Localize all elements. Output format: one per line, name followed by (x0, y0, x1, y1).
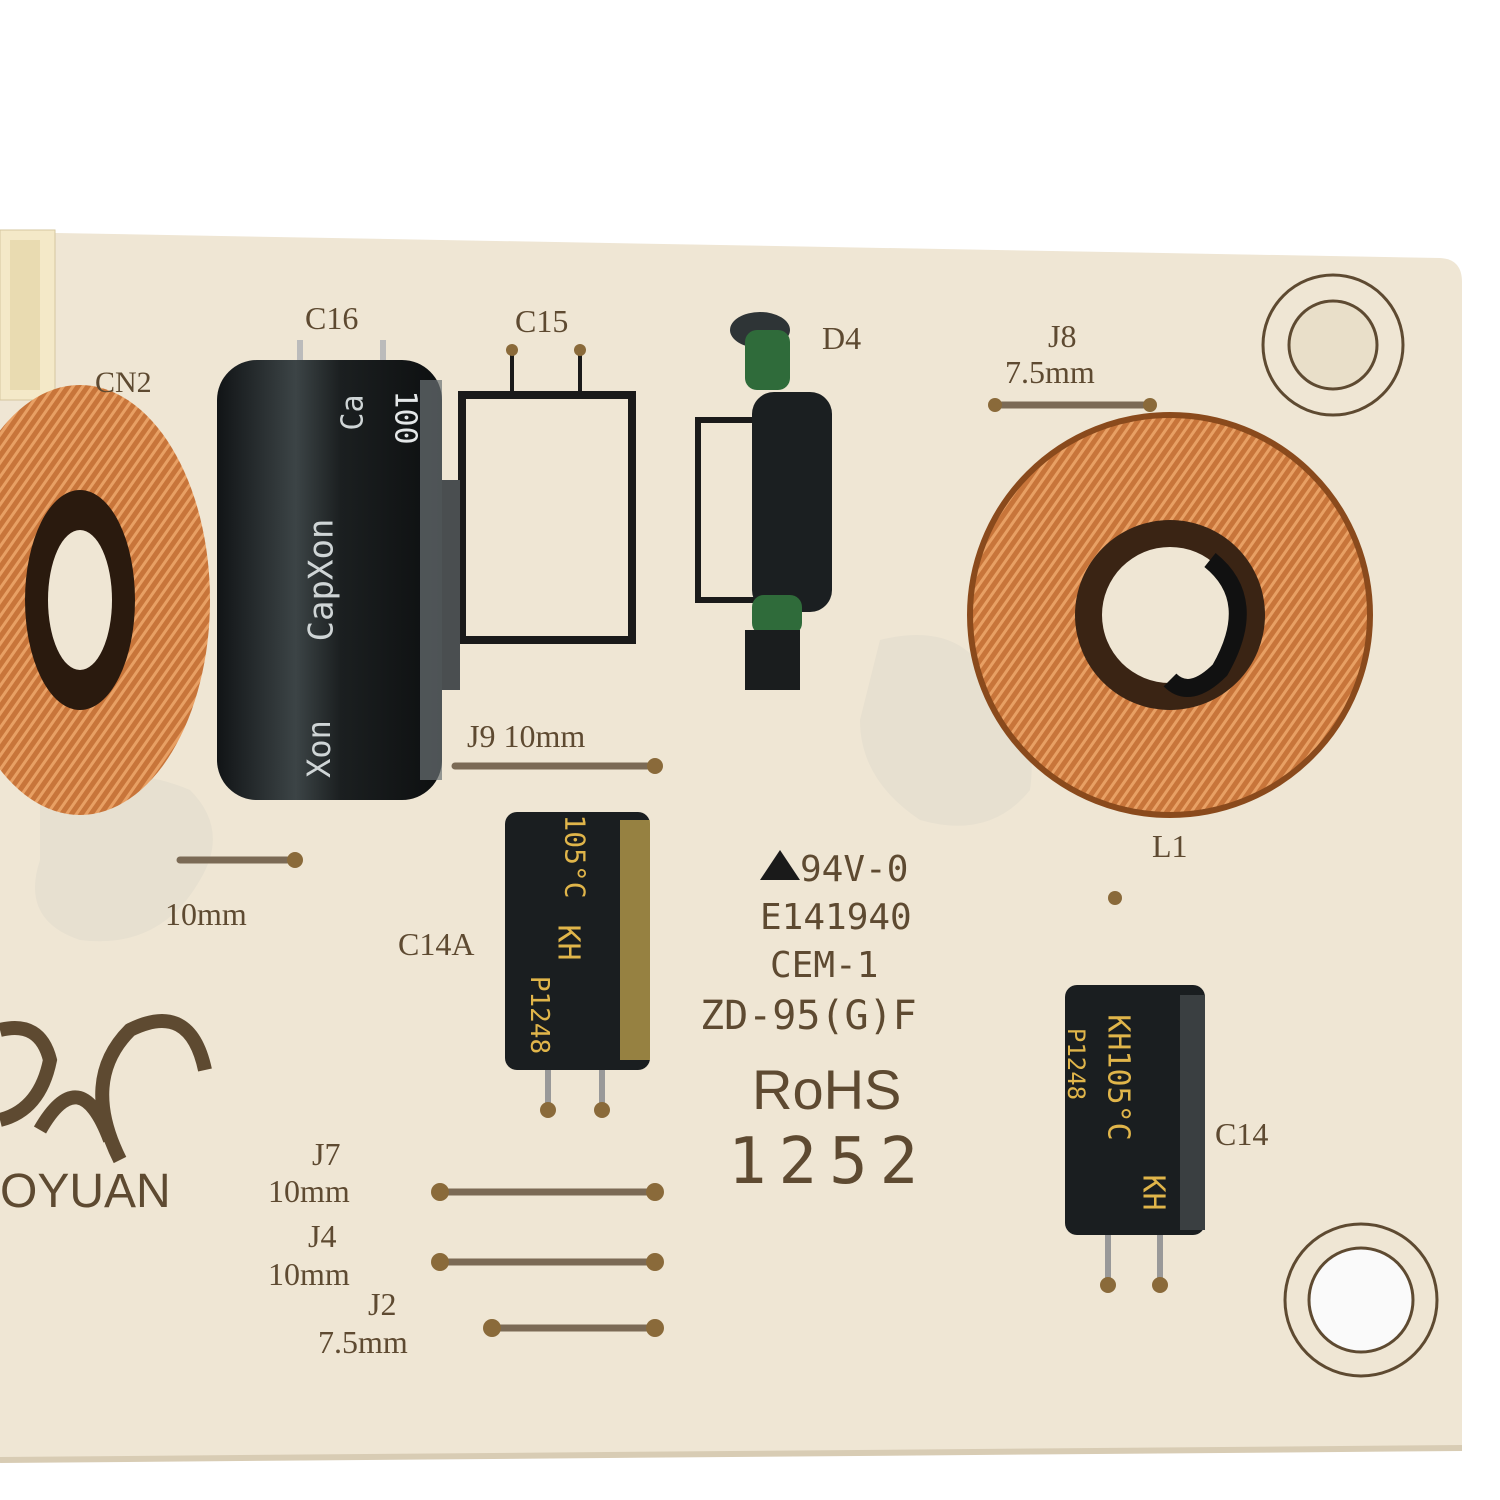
label-j8: J8 (1048, 318, 1077, 354)
capacitor-c16 (217, 340, 460, 800)
c16-brand-fragment-print: Xon (299, 720, 338, 778)
label-j4: J4 (308, 1218, 337, 1254)
label-j4-size: 10mm (268, 1256, 350, 1292)
c15-footprint (458, 344, 636, 644)
label-ul-number: E141940 (760, 897, 912, 938)
c14-lot-print: P1248 (1062, 1027, 1091, 1101)
label-date-code: 1252 (728, 1125, 931, 1199)
c14a-lot-print: P1248 (524, 975, 555, 1055)
warning-triangle-icon (760, 850, 800, 880)
label-j8-size: 7.5mm (1005, 354, 1095, 390)
label-j7-size: 10mm (268, 1173, 350, 1209)
brand-logo-mark (0, 1014, 212, 1164)
capacitor-c14 (1065, 985, 1205, 1280)
label-j2: J2 (368, 1286, 397, 1322)
label-rohs: RoHS (752, 1058, 902, 1121)
label-l1: L1 (1152, 828, 1188, 864)
c14a-brand-print: KH (550, 924, 586, 961)
pcb-board-edge (0, 1445, 1463, 1463)
c16-rating-print: 100 (387, 390, 423, 445)
label-c14: C14 (1215, 1116, 1269, 1152)
solder-pads (287, 398, 1168, 1337)
c14-temp-print: KH105°C (1100, 1014, 1136, 1141)
label-j9: J9 10mm (467, 718, 586, 754)
toroid-inductor-left (0, 385, 210, 815)
c16-brand-print: CapXon (301, 518, 342, 642)
label-board-code: ZD-95(G)F (700, 993, 917, 1039)
label-brand-fragment: OYUAN (0, 1165, 171, 1218)
diode-d4 (730, 312, 832, 690)
label-left-jumper-size: 10mm (165, 896, 247, 932)
label-c16: C16 (305, 300, 359, 336)
label-d4: D4 (822, 320, 862, 356)
c14a-temp-print: 105°C (558, 814, 592, 899)
c16-brand-edge-print: Ca (335, 394, 371, 431)
c14-brand-print: KH (1135, 1174, 1171, 1211)
mounting-hole-bottom (1283, 1222, 1439, 1378)
label-flammability: 94V-0 (800, 849, 909, 890)
mounting-hole-top (1261, 273, 1405, 417)
label-j2-size: 7.5mm (318, 1324, 408, 1360)
label-cn2: CN2 (95, 366, 152, 399)
toroid-inductor-l1 (967, 412, 1373, 818)
label-c14a: C14A (398, 926, 475, 962)
glue-blob-left (35, 775, 213, 942)
capacitor-c14a (505, 812, 650, 1110)
connector-cn2-slot (10, 240, 40, 390)
label-material: CEM-1 (770, 945, 879, 986)
label-c15: C15 (515, 303, 569, 339)
label-j7: J7 (312, 1136, 341, 1172)
